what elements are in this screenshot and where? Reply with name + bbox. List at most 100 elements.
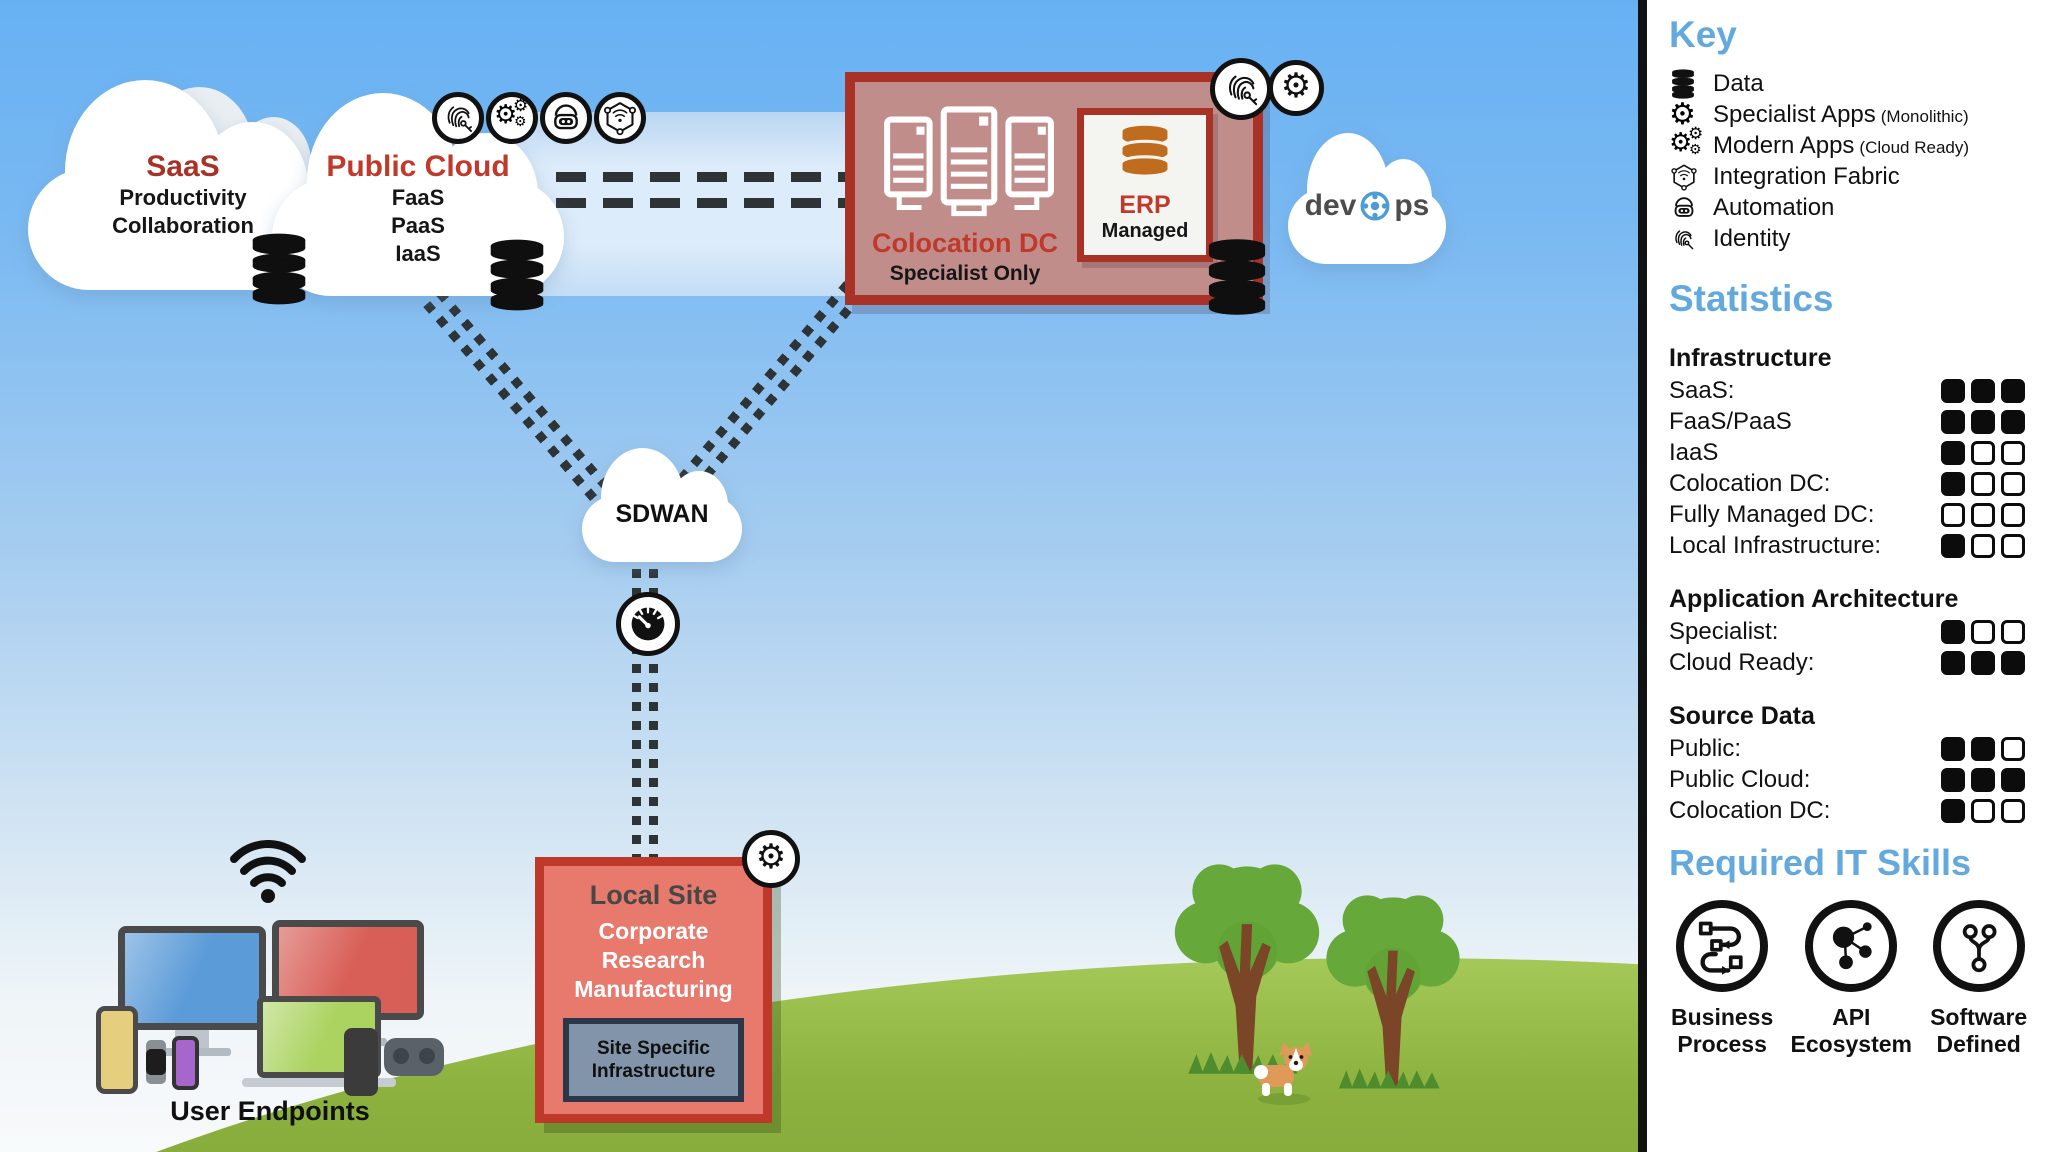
key-label: Automation [1713,193,1835,221]
api-ecosystem-icon [1805,900,1898,992]
fingerprint-icon [447,106,472,132]
tree-icon [1326,895,1460,1089]
key-label: Data [1713,69,1764,97]
site-specific-infrastructure-box: Site Specific Infrastructure [563,1018,744,1102]
dashed-link-top [556,172,846,182]
key-label: Specialist Apps [1713,100,1876,128]
devops-text-ps: ps [1394,189,1430,222]
vr-headset [384,1038,444,1076]
skill-software-defined: Software Defined [1929,900,2028,1058]
skills-row: Business Process [1671,900,2028,1058]
panel-divider [1638,0,1647,1152]
stat-row: IaaS [1669,437,2025,468]
rating-boxes [1941,409,2025,434]
user-endpoints-label: User Endpoints [170,1096,370,1126]
rating-boxes [1941,533,2025,558]
integration-fabric-icon [603,102,637,136]
gears-icon: ⚙⚙⚙ [494,96,529,129]
smartphone-purple [172,1036,199,1090]
saas-line-productivity: Productivity [119,185,247,210]
sdwan-label: SDWAN [615,500,709,528]
rating-boxes [1941,798,2025,823]
key-item-integration-fabric: Integration Fabric [1669,161,2028,192]
saas-title: SaaS [146,150,220,183]
local-site-specialist-app-badge: ⚙ [742,830,800,888]
devops-gear-globe-icon [1360,191,1390,221]
stat-row: Fully Managed DC: [1669,499,2025,530]
robot-icon [554,104,578,130]
rating-boxes [1941,650,2025,675]
identity-icon [1669,225,1713,253]
devops-logo: dev ps [1288,178,1446,234]
key-item-identity: Identity [1669,223,2028,254]
server-rack-icon [884,106,1054,217]
colocation-title: Colocation DC [872,228,1058,258]
key-heading: Key [1669,14,1737,55]
application-architecture-title: Application Architecture [1669,585,1959,613]
identity-badge [432,92,484,144]
colocation-database-icon [1208,239,1266,315]
saas-cloud-label: SaaS Productivity Collaboration [48,150,318,240]
dotted-link-colocation-sdwan [665,276,864,501]
dashed-link-bottom [556,198,846,208]
specialist-apps-icon: ⚙ [1669,97,1696,131]
skill-label: API Ecosystem [1790,1004,1912,1057]
corgi-dog [1254,1042,1312,1105]
rating-boxes [1941,502,2025,527]
infrastructure-group: Infrastructure SaaS: FaaS/PaaS IaaS Colo… [1669,344,2028,561]
public-cloud [272,93,564,296]
key-label: Modern Apps [1713,131,1855,159]
required-it-skills-section: Required IT Skills Bu [1669,842,2028,1058]
key-label: Integration Fabric [1713,162,1900,190]
rating-boxes [1941,440,2025,465]
saas-line-collaboration: Collaboration [112,213,254,238]
erp-database-icon [1122,125,1168,175]
automation-badge [540,92,592,144]
public-cloud-label: Public Cloud FaaS PaaS IaaS [292,150,544,268]
colocation-specialist-app-badge: ⚙ [1268,60,1324,116]
public-cloud-faas: FaaS [391,185,445,210]
rating-boxes [1941,619,2025,644]
required-it-skills-heading: Required IT Skills [1669,842,1972,883]
rating-boxes [1941,736,2025,761]
statistics-heading: Statistics [1669,278,1834,319]
key-item-data: Data [1669,68,2028,99]
desktop-monitor-blue [118,926,266,1056]
software-defined-icon [1932,900,2025,992]
local-site-corporate: Corporate [598,918,709,944]
colocation-identity-badge [1210,58,1272,120]
tablet-yellow [96,1006,138,1094]
erp-title: ERP [1119,191,1171,219]
business-process-icon [1676,900,1769,992]
erp-subtitle: Managed [1101,220,1189,242]
saas-database-icon [252,233,306,305]
dotted-link-publiccloud-sdwan [417,290,621,518]
legend-panel: Key Data ⚙ Specialist Apps(Monolithic) [1647,0,2048,1152]
local-site-title: Local Site [589,880,718,910]
stat-row: Colocation DC: [1669,468,2025,499]
stat-row: Specialist: [1669,616,2025,647]
integration-fabric-badge [594,92,646,144]
colocation-dc-box: Colocation DC Specialist Only ERP Manage… [845,72,1263,305]
stat-row: Local Infrastructure: [1669,530,2025,561]
source-data-title: Source Data [1669,702,1815,730]
modern-apps-badge: ⚙⚙⚙ [486,92,538,144]
public-cloud-database-icon [490,239,544,311]
stat-row: Public Cloud: [1669,764,2025,795]
data-icon [1669,68,1713,99]
skill-api-ecosystem: API Ecosystem [1791,900,1912,1058]
rating-boxes [1941,378,2025,403]
architecture-diagram: SaaS Productivity Collaboration Public C… [0,0,1648,1152]
speedometer-icon [631,607,665,641]
key-note: (Cloud Ready) [1859,137,1970,157]
key-item-automation: Automation [1669,192,2028,223]
local-site-manufacturing: Manufacturing [574,976,733,1002]
public-cloud-paas: PaaS [391,213,445,238]
smartwatch [146,1040,166,1084]
automation-icon [1669,193,1713,223]
dotted-link-sdwan-localsite [632,550,658,860]
integration-fabric-icon [1669,162,1713,192]
erp-box: ERP Managed [1077,108,1213,262]
key-item-modern-apps: ⚙⚙⚙ Modern Apps(Cloud Ready) [1669,125,2028,161]
public-cloud-title: Public Cloud [326,150,510,183]
